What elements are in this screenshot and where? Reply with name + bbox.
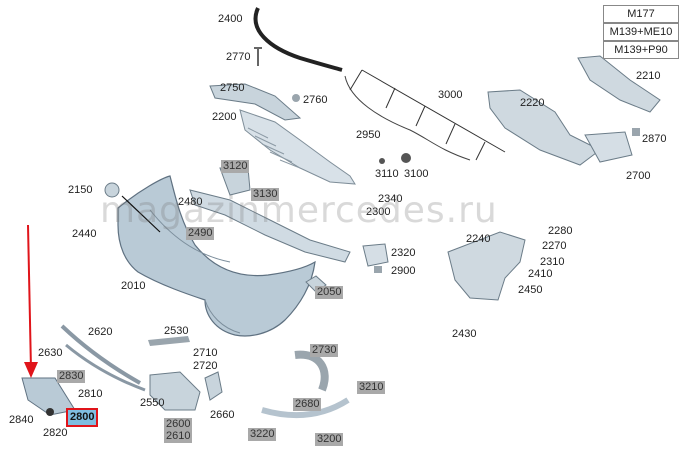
- part-label-2210[interactable]: 2210: [636, 70, 661, 82]
- variant-cell: M139+P90: [603, 41, 679, 59]
- part-label-2710[interactable]: 2710: [193, 347, 218, 359]
- part-label-2280[interactable]: 2280: [548, 225, 573, 237]
- part-label-2600[interactable]: 2600: [164, 418, 193, 431]
- highlighted-part-label[interactable]: 2800: [66, 408, 99, 427]
- part-label-2400[interactable]: 2400: [218, 13, 243, 25]
- part-label-2820[interactable]: 2820: [43, 427, 68, 439]
- part-label-2200[interactable]: 2200: [212, 111, 237, 123]
- part-label-2630[interactable]: 2630: [38, 347, 63, 359]
- part-label-2410[interactable]: 2410: [528, 268, 553, 280]
- part-label-3110[interactable]: 3110: [375, 168, 399, 180]
- part-label-3200[interactable]: 3200: [315, 433, 344, 446]
- part-label-2620[interactable]: 2620: [88, 326, 113, 338]
- part-label-2150[interactable]: 2150: [68, 184, 93, 196]
- part-label-2760[interactable]: 2760: [303, 94, 328, 106]
- part-label-2700[interactable]: 2700: [626, 170, 651, 182]
- part-label-2720[interactable]: 2720: [193, 360, 218, 372]
- variant-cell: M139+ME10: [603, 23, 679, 41]
- part-label-2430[interactable]: 2430: [452, 328, 477, 340]
- watermark: magazinmercedes.ru: [100, 190, 498, 231]
- part-label-2050[interactable]: 2050: [315, 286, 344, 299]
- part-label-2340[interactable]: 2340: [378, 193, 403, 205]
- part-label-2440[interactable]: 2440: [72, 228, 97, 240]
- part-label-3210[interactable]: 3210: [357, 381, 386, 394]
- part-label-2730[interactable]: 2730: [310, 344, 339, 357]
- part-label-2240[interactable]: 2240: [466, 233, 491, 245]
- part-label-2310[interactable]: 2310: [540, 256, 565, 268]
- part-label-3000[interactable]: 3000: [438, 89, 463, 101]
- part-label-2270[interactable]: 2270: [542, 240, 567, 252]
- part-label-2010[interactable]: 2010: [121, 280, 146, 292]
- part-label-2870[interactable]: 2870: [642, 133, 667, 145]
- part-label-2660[interactable]: 2660: [210, 409, 235, 421]
- part-label-2530[interactable]: 2530: [164, 325, 189, 337]
- part-label-2300[interactable]: 2300: [366, 206, 391, 218]
- part-label-2550[interactable]: 2550: [140, 397, 165, 409]
- part-label-2810[interactable]: 2810: [78, 388, 103, 400]
- part-label-2840[interactable]: 2840: [9, 414, 34, 426]
- part-label-2450[interactable]: 2450: [518, 284, 543, 296]
- part-label-2680[interactable]: 2680: [293, 398, 322, 411]
- variant-cell: M177: [603, 5, 679, 23]
- part-label-2750[interactable]: 2750: [220, 82, 245, 94]
- part-label-3100[interactable]: 3100: [404, 168, 429, 180]
- part-label-2900[interactable]: 2900: [391, 265, 416, 277]
- part-label-2950[interactable]: 2950: [356, 129, 381, 141]
- part-label-3130[interactable]: 3130: [251, 188, 280, 201]
- part-label-2320[interactable]: 2320: [391, 247, 416, 259]
- part-label-2220[interactable]: 2220: [520, 97, 545, 109]
- part-label-2610[interactable]: 2610: [164, 430, 193, 443]
- part-label-3220[interactable]: 3220: [248, 428, 277, 441]
- part-label-2770[interactable]: 2770: [226, 51, 251, 63]
- part-label-3120[interactable]: 3120: [221, 160, 250, 173]
- part-label-2490[interactable]: 2490: [186, 227, 215, 240]
- part-label-2830[interactable]: 2830: [57, 370, 86, 383]
- part-label-2480[interactable]: 2480: [178, 196, 203, 208]
